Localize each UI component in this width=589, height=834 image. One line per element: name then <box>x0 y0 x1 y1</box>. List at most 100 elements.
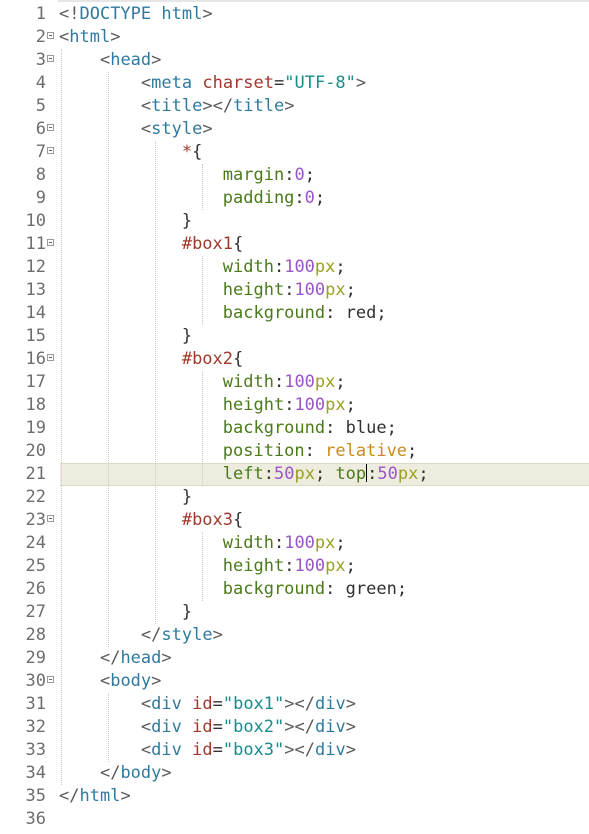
line-number: 36 <box>25 809 46 829</box>
line-number: 28 <box>25 625 46 645</box>
line-number: 26 <box>25 579 46 599</box>
code-line[interactable]: 24 width:100px; <box>0 532 589 555</box>
indent-guide <box>155 141 156 624</box>
fold-toggle-icon[interactable] <box>47 515 54 522</box>
code-text[interactable]: <div id="box2"></div> <box>140 717 356 737</box>
code-text[interactable]: #box1{ <box>181 234 244 254</box>
code-text[interactable]: height:100px; <box>222 556 356 576</box>
code-line[interactable]: 7 *{ <box>0 141 589 164</box>
code-text[interactable]: margin:0; <box>222 165 315 185</box>
code-lines[interactable]: 1<!DOCTYPE html>2<html>3 <head>4 <meta c… <box>0 3 589 831</box>
code-text[interactable]: </style> <box>140 625 223 645</box>
code-text[interactable]: left:50px; top:50px; <box>222 464 429 484</box>
code-line[interactable]: 6 <style> <box>0 118 589 141</box>
line-number: 10 <box>25 211 46 231</box>
code-line[interactable]: 31 <div id="box1"></div> <box>0 693 589 716</box>
code-line[interactable]: 30 <body> <box>0 670 589 693</box>
code-line[interactable]: 36 <box>0 808 589 831</box>
code-text[interactable]: <html> <box>59 27 121 47</box>
code-text[interactable]: } <box>181 326 193 346</box>
code-line[interactable]: 11 #box1{ <box>0 233 589 256</box>
code-line[interactable]: 4 <meta charset="UTF-8"> <box>0 72 589 95</box>
code-line[interactable]: 33 <div id="box3"></div> <box>0 739 589 762</box>
indent-guide <box>61 49 62 785</box>
code-line[interactable]: 15 } <box>0 325 589 348</box>
code-line[interactable]: 9 padding:0; <box>0 187 589 210</box>
code-text[interactable]: position: relative; <box>222 441 418 461</box>
line-number: 14 <box>25 303 46 323</box>
code-text[interactable]: background: green; <box>222 579 408 599</box>
line-number: 8 <box>35 165 46 185</box>
code-line[interactable]: 17 width:100px; <box>0 371 589 394</box>
code-line[interactable]: 32 <div id="box2"></div> <box>0 716 589 739</box>
current-line-highlight <box>60 463 589 486</box>
line-number: 19 <box>25 418 46 438</box>
code-line[interactable]: 14 background: red; <box>0 302 589 325</box>
code-line[interactable]: 1<!DOCTYPE html> <box>0 3 589 26</box>
code-text[interactable]: #box2{ <box>181 349 244 369</box>
code-text[interactable]: <!DOCTYPE html> <box>59 4 213 24</box>
code-line[interactable]: 25 height:100px; <box>0 555 589 578</box>
fold-toggle-icon[interactable] <box>47 124 54 131</box>
code-text[interactable]: <div id="box3"></div> <box>140 740 356 760</box>
line-number: 17 <box>25 372 46 392</box>
code-line[interactable]: 34 </body> <box>0 762 589 785</box>
code-line[interactable]: 16 #box2{ <box>0 348 589 371</box>
code-text[interactable]: } <box>181 487 193 507</box>
line-number: 31 <box>25 694 46 714</box>
code-line[interactable]: 29 </head> <box>0 647 589 670</box>
code-line[interactable]: 10 } <box>0 210 589 233</box>
code-text[interactable]: </head> <box>99 648 172 668</box>
code-line[interactable]: 13 height:100px; <box>0 279 589 302</box>
indent-guide <box>202 532 203 601</box>
code-line[interactable]: 21 left:50px; top:50px; <box>0 463 589 486</box>
code-text[interactable]: <style> <box>140 119 213 139</box>
code-line[interactable]: 27 } <box>0 601 589 624</box>
code-line[interactable]: 20 position: relative; <box>0 440 589 463</box>
code-text[interactable]: width:100px; <box>222 372 346 392</box>
code-text[interactable]: padding:0; <box>222 188 326 208</box>
line-number: 22 <box>25 487 46 507</box>
code-text[interactable]: <meta charset="UTF-8"> <box>140 73 367 93</box>
code-text[interactable]: #box3{ <box>181 510 244 530</box>
code-line[interactable]: 8 margin:0; <box>0 164 589 187</box>
code-text[interactable]: </html> <box>59 786 131 806</box>
code-text[interactable]: height:100px; <box>222 395 356 415</box>
code-text[interactable]: background: red; <box>222 303 387 323</box>
fold-toggle-icon[interactable] <box>47 32 54 39</box>
code-line[interactable]: 5 <title></title> <box>0 95 589 118</box>
code-text[interactable]: } <box>181 602 193 622</box>
code-line[interactable]: 28 </style> <box>0 624 589 647</box>
code-text[interactable]: width:100px; <box>222 257 346 277</box>
line-number: 12 <box>25 257 46 277</box>
code-text[interactable]: <div id="box1"></div> <box>140 694 356 714</box>
code-line[interactable]: 2<html> <box>0 26 589 49</box>
code-line[interactable]: 3 <head> <box>0 49 589 72</box>
code-text[interactable]: </body> <box>99 763 172 783</box>
code-line[interactable]: 23 #box3{ <box>0 509 589 532</box>
line-number: 34 <box>25 763 46 783</box>
fold-toggle-icon[interactable] <box>47 239 54 246</box>
code-text[interactable]: background: blue; <box>222 418 397 438</box>
code-text[interactable]: <head> <box>99 50 162 70</box>
code-text[interactable]: width:100px; <box>222 533 346 553</box>
fold-toggle-icon[interactable] <box>47 147 54 154</box>
code-text[interactable]: height:100px; <box>222 280 356 300</box>
code-line[interactable]: 22 } <box>0 486 589 509</box>
fold-toggle-icon[interactable] <box>47 676 54 683</box>
code-text[interactable]: } <box>181 211 193 231</box>
code-text[interactable]: <title></title> <box>140 96 295 116</box>
code-line[interactable]: 26 background: green; <box>0 578 589 601</box>
code-line[interactable]: 35</html> <box>0 785 589 808</box>
code-text[interactable]: <body> <box>99 671 162 691</box>
indent-guide <box>202 256 203 325</box>
code-line[interactable]: 19 background: blue; <box>0 417 589 440</box>
fold-toggle-icon[interactable] <box>47 55 54 62</box>
line-number: 27 <box>25 602 46 622</box>
code-line[interactable]: 12 width:100px; <box>0 256 589 279</box>
code-line[interactable]: 18 height:100px; <box>0 394 589 417</box>
code-text[interactable]: *{ <box>181 142 203 162</box>
fold-toggle-icon[interactable] <box>47 354 54 361</box>
indent-guide <box>202 371 203 486</box>
